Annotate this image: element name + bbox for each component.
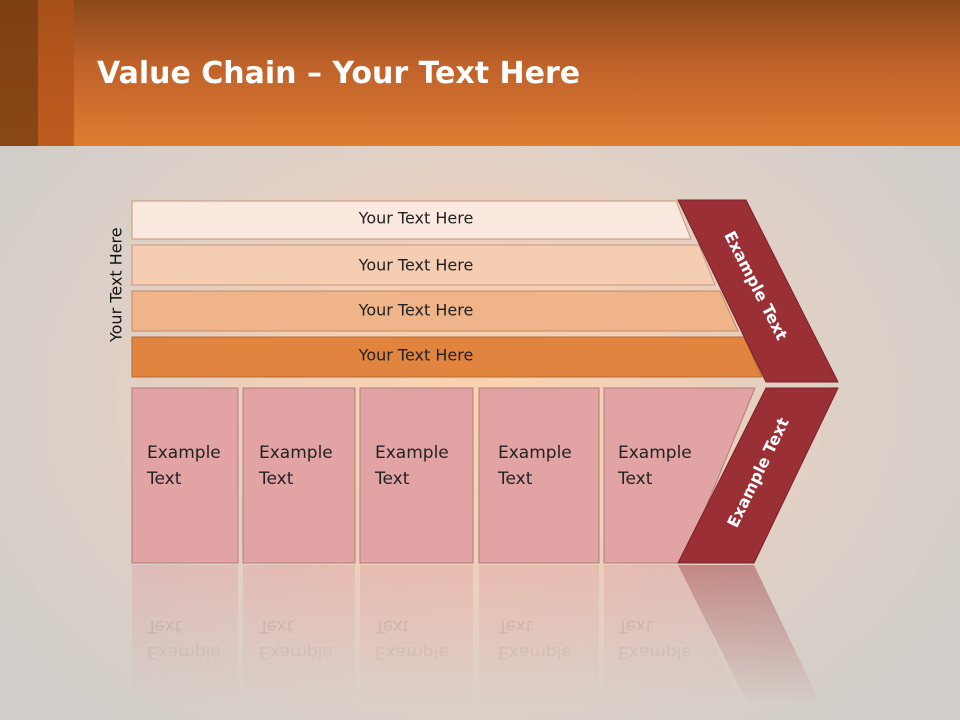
- margin-arrow-upper: [677, 199, 839, 383]
- activity-box-3: [359, 387, 474, 564]
- header-bar: Value Chain – Your Text Here: [0, 0, 960, 146]
- reflection-box: [479, 565, 599, 720]
- header-accent-light: [38, 0, 74, 146]
- reflection-text: Text: [258, 616, 294, 636]
- activity-3-line1: Example: [375, 443, 449, 463]
- header-accent-dark: [0, 0, 38, 146]
- band-3-label: Your Text Here: [358, 301, 474, 320]
- reflection-text: Text: [617, 616, 653, 636]
- band-1-shape: [131, 200, 692, 240]
- activity-box-1: [131, 387, 239, 564]
- activity-box-2: [242, 387, 356, 564]
- activity-1-line1: Example: [147, 443, 221, 463]
- slide-title: Value Chain – Your Text Here: [97, 54, 580, 94]
- reflection-box: [132, 565, 238, 720]
- reflection-text: Text: [146, 616, 182, 636]
- reflection-text: Example: [618, 642, 692, 662]
- reflection-text: Text: [497, 616, 533, 636]
- band-3-shape: [131, 290, 739, 332]
- activity-5-line1: Example: [618, 443, 692, 463]
- title-rest: – Your Text Here: [296, 56, 581, 91]
- reflection-text: Example: [147, 642, 221, 662]
- reflection: Example Text Example Text Example Text E…: [132, 565, 829, 720]
- reflection-box: [360, 565, 473, 720]
- reflection-text: Example: [259, 642, 333, 662]
- band-2-shape: [131, 244, 716, 286]
- activity-box-4: [478, 387, 600, 564]
- band-1-label: Your Text Here: [358, 209, 474, 228]
- reflection-box: [243, 565, 355, 720]
- band-2-label: Your Text Here: [358, 256, 474, 275]
- primary-activities: Example Text Example Text Example Text E…: [131, 387, 756, 564]
- band-4-shape: [131, 336, 763, 378]
- band-4-label: Your Text Here: [358, 346, 474, 365]
- reflection-text: Text: [374, 616, 410, 636]
- title-bold: Value Chain: [97, 56, 297, 91]
- activity-3-line2: Text: [374, 469, 410, 489]
- reflection-text: Example: [498, 642, 572, 662]
- activity-1-line2: Text: [146, 469, 182, 489]
- activity-4-line2: Text: [497, 469, 533, 489]
- margin-arrow-lower: [677, 387, 839, 564]
- activity-2-line1: Example: [259, 443, 333, 463]
- reflection-box: [604, 565, 747, 720]
- activity-2-line2: Text: [258, 469, 294, 489]
- activity-4-line1: Example: [498, 443, 572, 463]
- support-bands: Your Text Here Your Text Here Your Text …: [131, 200, 763, 378]
- activity-5-line2: Text: [617, 469, 653, 489]
- reflection-arrow: [678, 565, 829, 720]
- reflection-text: Example: [375, 642, 449, 662]
